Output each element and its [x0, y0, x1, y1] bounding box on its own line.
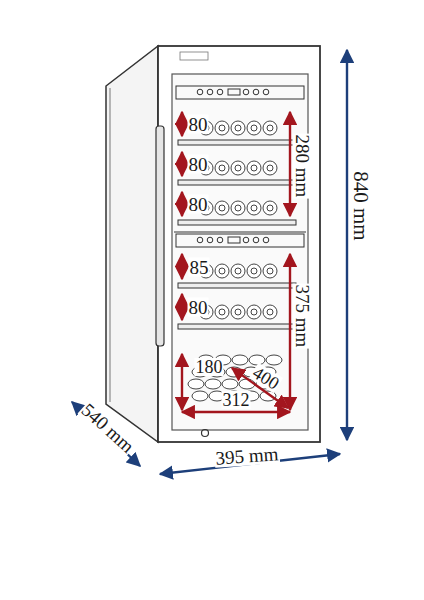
bottle-end [231, 305, 245, 319]
control-panels [176, 86, 304, 247]
display-window [228, 237, 240, 243]
dimension-label: 80 [188, 195, 209, 214]
control-button [207, 89, 213, 95]
bottle-stack [188, 379, 204, 389]
bottle-neck [267, 205, 273, 211]
dimension-label: 80 [188, 115, 209, 134]
door-glass [172, 74, 308, 430]
control-button [197, 89, 203, 95]
bottle-neck [251, 309, 257, 315]
dimension-label: 395 mm [214, 444, 280, 467]
bottle-neck [267, 268, 273, 274]
bottle-neck [267, 125, 273, 131]
bottle-end [247, 305, 261, 319]
bottle-end [247, 201, 261, 215]
dimension-label: 540 mm [78, 399, 139, 456]
bottle-end [215, 121, 229, 135]
dimension-label: 180 [195, 358, 224, 376]
dimension-label: 400 [249, 363, 283, 394]
zone-divider [174, 231, 306, 232]
control-strip [176, 86, 304, 99]
bottle-neck [235, 125, 241, 131]
bottles [188, 121, 282, 401]
bottle-stack [222, 379, 238, 389]
bottle-neck [235, 309, 241, 315]
red-dimensions [182, 112, 290, 412]
control-button [253, 237, 259, 243]
bottle-end [263, 305, 277, 319]
blue-dimensions [72, 50, 347, 474]
bottle-neck [219, 165, 225, 171]
bottle-neck [251, 165, 257, 171]
dimension-label: 840 mm [350, 170, 371, 241]
side-edge [110, 88, 111, 402]
shelves [174, 140, 306, 329]
control-button [253, 89, 259, 95]
cabinet-side [106, 46, 158, 442]
bottle-neck [219, 205, 225, 211]
dimension-label: 312 [222, 391, 251, 409]
bottle-end [263, 201, 277, 215]
bottle-end [215, 264, 229, 278]
bottle-neck [251, 205, 257, 211]
shelf [178, 283, 296, 288]
bottle-stack [266, 355, 282, 365]
bottle-end [247, 121, 261, 135]
bottle-end [231, 161, 245, 175]
control-button [263, 89, 269, 95]
bottle-end [215, 305, 229, 319]
dimension-label: 375 mm [293, 284, 312, 349]
dimension-label: 280 mm [293, 134, 312, 199]
display-window [228, 89, 240, 95]
control-button [197, 237, 203, 243]
bottle-neck [235, 205, 241, 211]
shelf [178, 140, 296, 145]
dimension-label: 80 [188, 155, 209, 174]
bottle-end [263, 161, 277, 175]
bottle-end [263, 121, 277, 135]
bottle-neck [251, 268, 257, 274]
bottle-end [231, 201, 245, 215]
door-handle [156, 126, 164, 346]
control-strip [176, 234, 304, 247]
bottle-neck [219, 268, 225, 274]
bottle-stack [192, 391, 208, 401]
control-button [243, 89, 249, 95]
control-button [243, 237, 249, 243]
bottle-end [215, 201, 229, 215]
bottle-end [215, 161, 229, 175]
brand-plate [180, 52, 208, 60]
bottle-end [247, 161, 261, 175]
shelf [178, 220, 296, 225]
bottle-neck [267, 165, 273, 171]
door-frame [158, 46, 320, 442]
bottle-neck [235, 268, 241, 274]
bottle-neck [219, 309, 225, 315]
control-button [207, 237, 213, 243]
dimension-label: 85 [189, 258, 210, 277]
bottle-end [231, 121, 245, 135]
shelf [178, 324, 296, 329]
bottle-neck [251, 125, 257, 131]
control-button [217, 237, 223, 243]
bottle-neck [219, 125, 225, 131]
bottle-neck [267, 309, 273, 315]
shelf [178, 180, 296, 185]
control-button [217, 89, 223, 95]
dimension-label: 80 [188, 298, 209, 317]
door-lock [202, 430, 209, 437]
bottle-end [263, 264, 277, 278]
bottle-end [231, 264, 245, 278]
bottle-stack [232, 355, 248, 365]
bottle-end [247, 264, 261, 278]
bottle-stack [205, 379, 221, 389]
control-button [263, 237, 269, 243]
bottle-neck [235, 165, 241, 171]
